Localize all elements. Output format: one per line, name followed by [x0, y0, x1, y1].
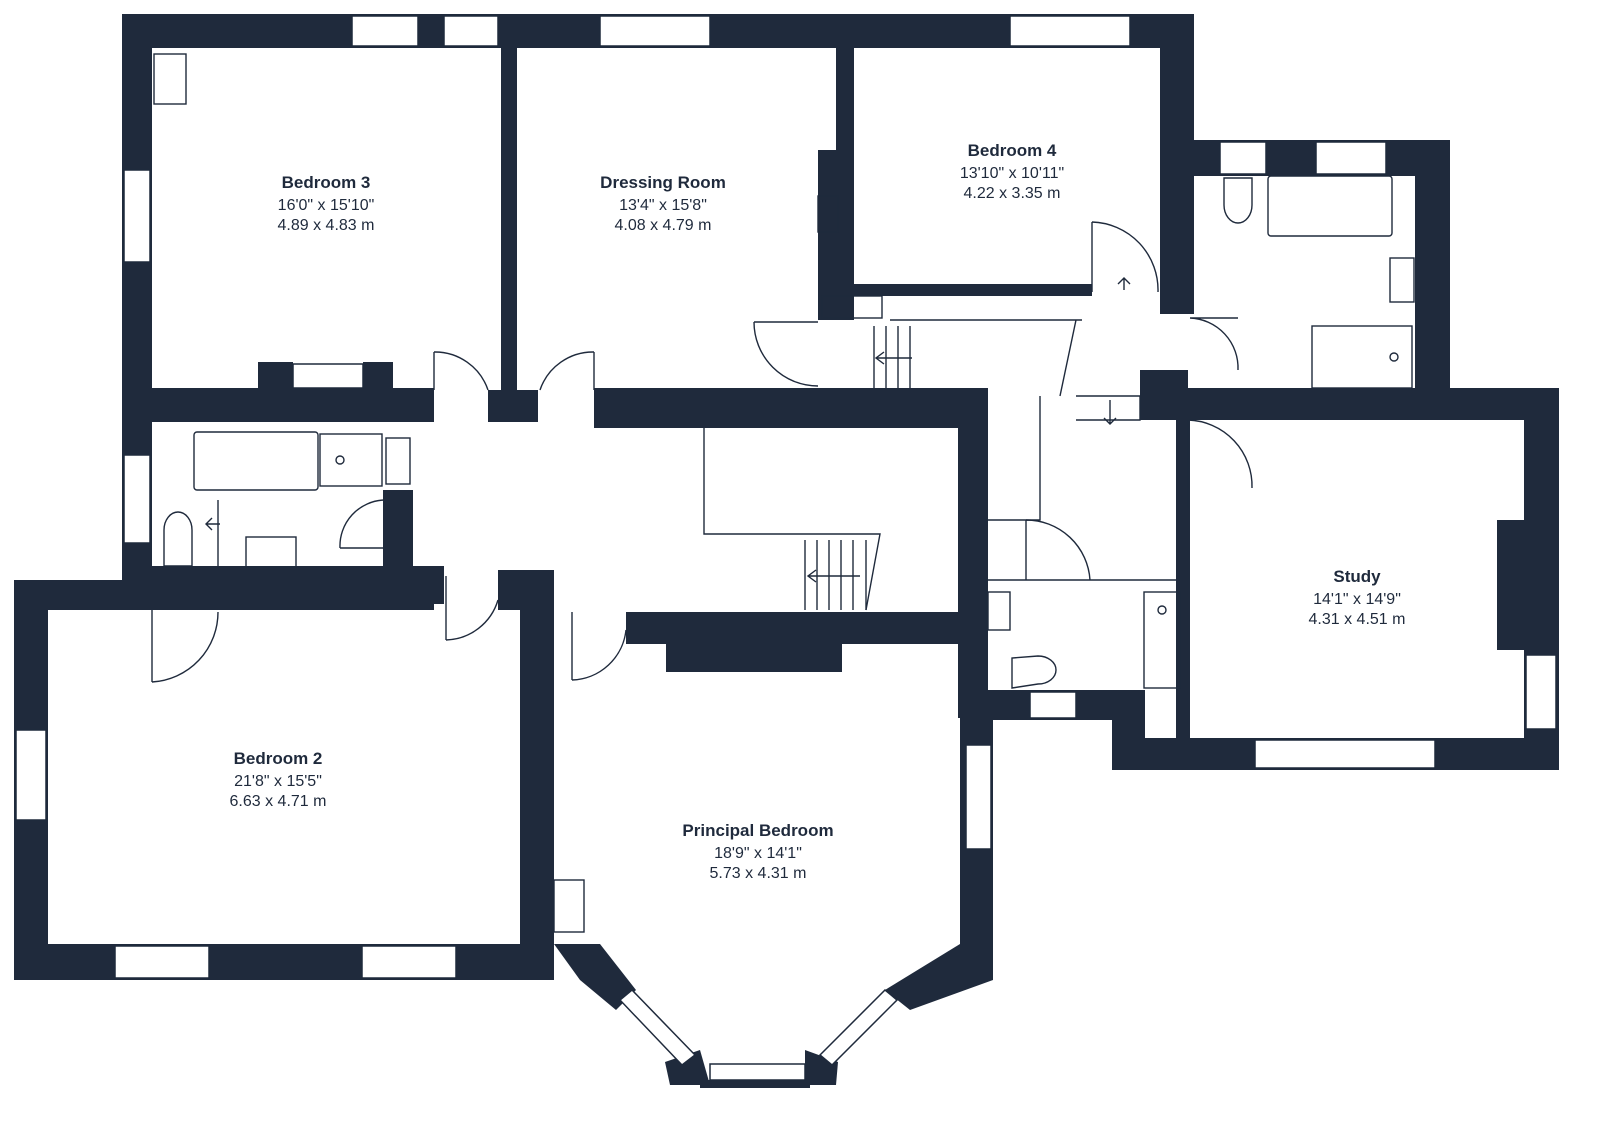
stair-direction-arrow-icon	[1117, 277, 1131, 290]
room-name: Principal Bedroom	[682, 821, 833, 840]
room-size-metric: 5.73 x 4.31 m	[710, 865, 807, 882]
room-size-imperial: 16'0" x 15'10"	[278, 197, 375, 214]
door-swing-icon	[445, 576, 499, 641]
door-swing-icon	[151, 610, 219, 683]
door-swing-icon	[1091, 221, 1159, 293]
bath-icon	[1143, 591, 1181, 689]
toilet-icon	[1223, 177, 1253, 224]
room-label-study: Study 14'1" x 14'9" 4.31 x 4.51 m	[1309, 567, 1406, 628]
window-icon	[351, 15, 419, 47]
window-icon	[965, 744, 992, 850]
door-swing-icon	[753, 321, 819, 387]
stair-direction-arrow-icon	[874, 351, 912, 365]
room-size-metric: 4.08 x 4.79 m	[615, 217, 712, 234]
window-icon	[1009, 15, 1131, 47]
door-swing-icon	[539, 351, 595, 391]
room-label-bedroom-2: Bedroom 2 21'8" x 15'5" 6.63 x 4.71 m	[230, 749, 327, 810]
room-name: Dressing Room	[600, 173, 726, 192]
room-label-bedroom-4: Bedroom 4 13'10" x 10'11" 4.22 x 3.35 m	[960, 141, 1064, 202]
room-name: Study	[1333, 567, 1381, 586]
room-size-imperial: 14'1" x 14'9"	[1313, 591, 1401, 608]
shower-icon	[1311, 325, 1413, 389]
room-name: Bedroom 3	[282, 173, 371, 192]
window-icon	[15, 729, 47, 821]
window-icon	[618, 988, 697, 1067]
stair-direction-arrow-icon	[806, 569, 860, 583]
room-size-metric: 4.22 x 3.35 m	[964, 185, 1061, 202]
window-icon	[1315, 141, 1387, 175]
room-label-principal-bedroom: Principal Bedroom 18'9" x 14'1" 5.73 x 4…	[682, 821, 833, 882]
room-label-dressing-room: Dressing Room 13'4" x 15'8" 4.08 x 4.79 …	[600, 173, 726, 234]
window-icon	[1029, 691, 1077, 719]
door-swing-icon	[1189, 317, 1239, 371]
room-size-imperial: 18'9" x 14'1"	[714, 845, 802, 862]
window-icon	[1525, 654, 1557, 730]
room-size-metric: 4.89 x 4.83 m	[278, 217, 375, 234]
windows	[15, 15, 1557, 1081]
toilet-icon	[1011, 655, 1057, 689]
stairs-icon	[873, 326, 911, 388]
door-swing-icon	[1025, 519, 1091, 581]
room-size-imperial: 13'10" x 10'11"	[960, 165, 1064, 182]
window-icon	[443, 15, 499, 47]
toilet-icon	[163, 511, 193, 567]
sink-icon	[987, 591, 1011, 631]
walls	[14, 14, 1559, 1088]
window-icon	[123, 454, 151, 544]
window-icon	[361, 945, 457, 979]
room-name: Bedroom 2	[234, 749, 323, 768]
room-name: Bedroom 4	[968, 141, 1057, 160]
window-icon	[709, 1063, 806, 1081]
door-swing-icon	[571, 612, 627, 681]
bath-icon	[1267, 175, 1393, 237]
window-icon	[818, 988, 899, 1067]
room-size-imperial: 13'4" x 15'8"	[619, 197, 707, 214]
room-size-metric: 4.31 x 4.51 m	[1309, 611, 1406, 628]
bath-icon	[193, 431, 319, 491]
sink-icon	[1389, 257, 1415, 303]
room-label-bedroom-3: Bedroom 3 16'0" x 15'10" 4.89 x 4.83 m	[278, 173, 375, 234]
room-size-metric: 6.63 x 4.71 m	[230, 793, 327, 810]
window-icon	[1254, 739, 1436, 769]
window-icon	[123, 169, 151, 263]
window-icon	[599, 15, 711, 47]
sink-icon	[245, 536, 297, 568]
stairs-icon	[804, 540, 867, 610]
room-size-imperial: 21'8" x 15'5"	[234, 773, 322, 790]
fixtures	[151, 53, 1415, 933]
window-icon	[114, 945, 210, 979]
door-swing-icon	[1187, 419, 1253, 508]
shower-icon	[319, 433, 383, 487]
door-swing-icon	[433, 351, 489, 391]
window-icon	[292, 363, 364, 389]
door-swing-icon	[339, 499, 385, 549]
window-icon	[1219, 141, 1267, 175]
stair-direction-arrow-icon	[1103, 400, 1117, 425]
